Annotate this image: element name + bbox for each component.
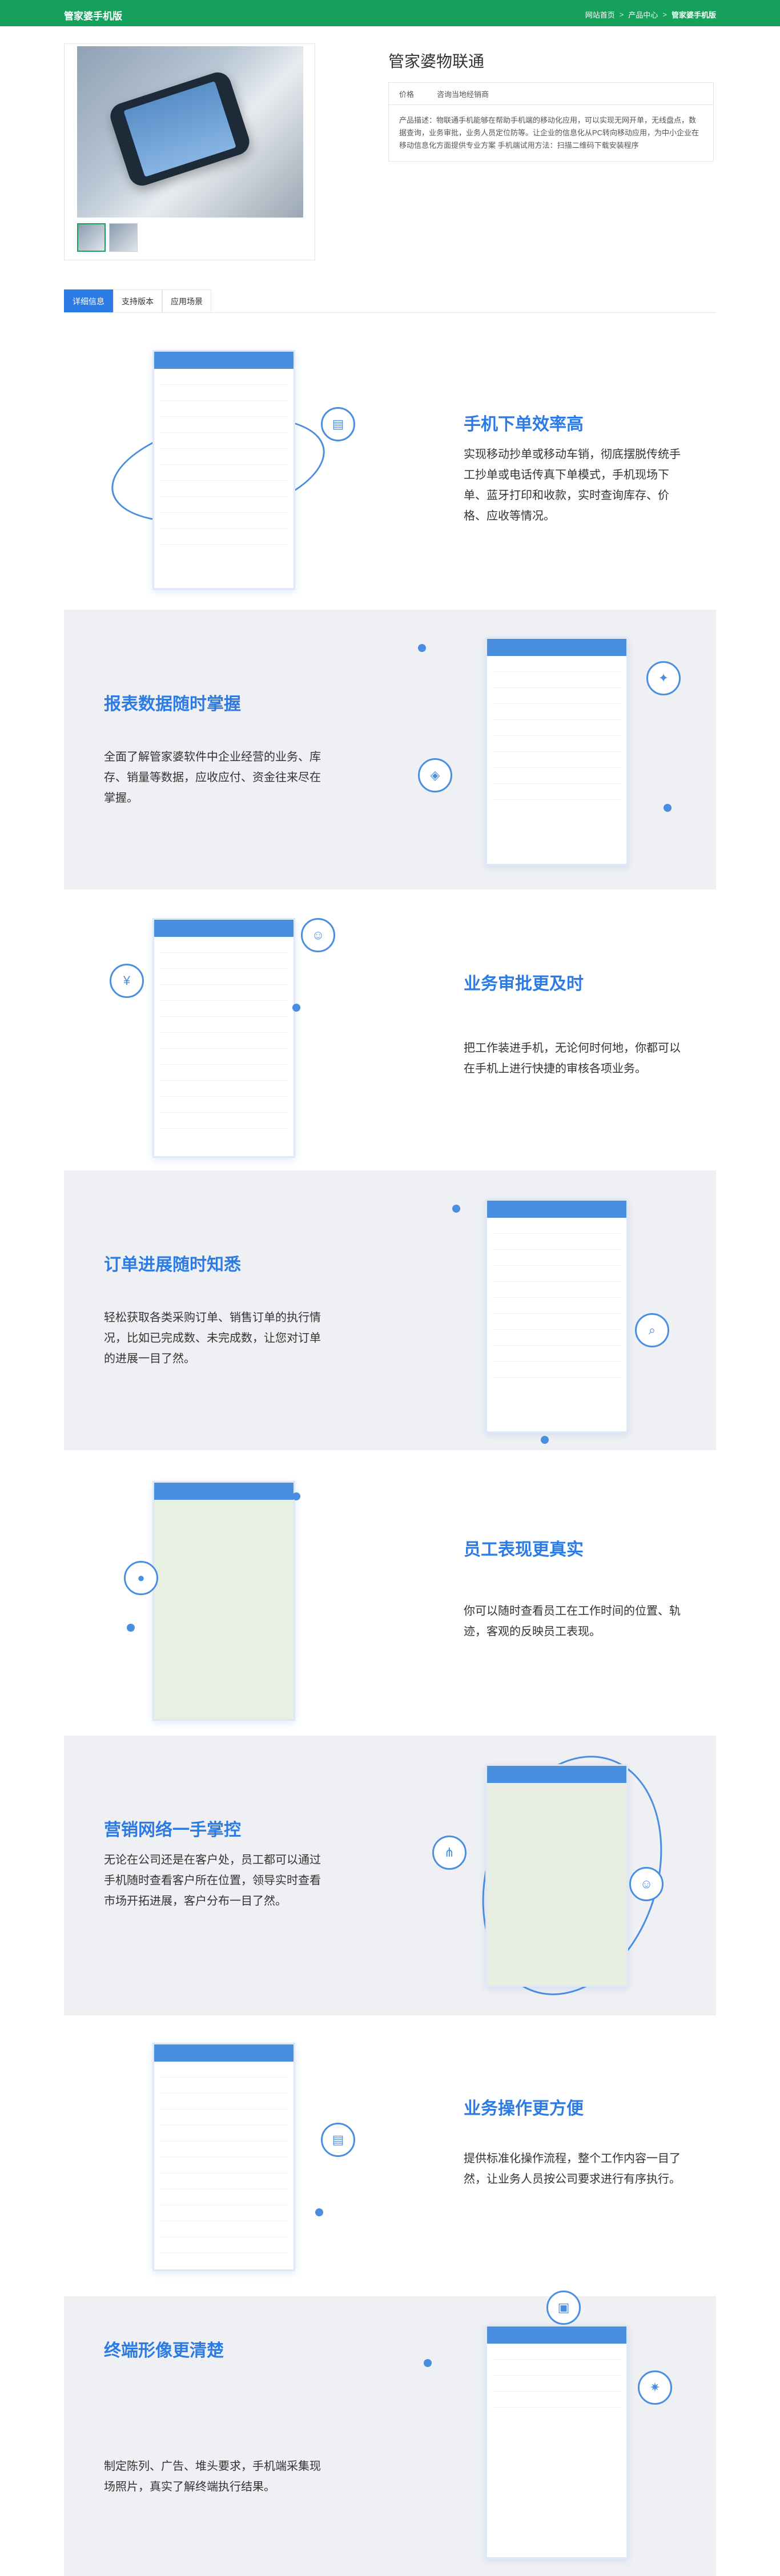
phone-mock-order [152,350,295,590]
phone-mock-orders [485,1199,628,1433]
product-gallery [64,43,315,260]
product-header: 管家婆物联通 价格 咨询当地经销商 产品描述：物联通手机能够在帮助手机端的移动化… [0,26,780,272]
tab-scenarios[interactable]: 应用场景 [162,289,211,312]
site-brand[interactable]: 管家婆手机版 [64,11,122,22]
decor-dot [315,2208,323,2216]
doc-search-icon: ⌕ [635,1313,669,1347]
feature-section-5: ● 员工表现更真实 你可以随时查看员工在工作时间的位置、轨迹，客观的反映员工表现… [64,1452,716,1732]
feature-section-6: 营销网络一手掌控 无论在公司还是在客户处，员工都可以通过手机随时查看客户所在位置… [64,1732,716,2019]
feature-section-2: 报表数据随时掌握 全面了解管家婆软件中企业经营的业务、库存、销量等数据，应收应付… [64,610,716,889]
phone-mock-workflow [152,2043,295,2271]
location-icon: ● [124,1561,158,1595]
thumbnail-strip [77,223,138,252]
network-icon: ⋔ [432,1836,467,1870]
user-icon: ☺ [301,918,335,952]
price-label: 价格 [399,90,415,99]
feature-section-3: ¥ ☺ 业务审批更及时 把工作装进手机，无论何时何地，你都可以在手机上进行快捷的… [64,895,716,1175]
breadcrumb: 网站首页 > 产品中心 > 管家婆手机版 [585,9,716,20]
feature-text: 无论在公司还是在客户处，员工都可以通过手机随时查看客户所在位置，领导实时查看市场… [104,1854,321,1907]
phone-mock-approval [152,918,295,1158]
feature-text: 你可以随时查看员工在工作时间的位置、轨迹，客观的反映员工表现。 [464,1605,681,1638]
chart-icon: ◈ [418,758,452,792]
phone-mock-customer-map [485,1764,628,1987]
decor-dot [424,2359,432,2367]
decor-star [127,1624,135,1632]
feature-section-8: 终端形像更清楚 制定陈列、广告、堆头要求，手机端采集现场照片，真实了解终端执行结… [64,2291,716,2576]
decor-dot [452,1205,460,1213]
top-bar: 管家婆手机版 网站首页 > 产品中心 > 管家婆手机版 [0,0,780,26]
user-icon: ☺ [629,1867,664,1901]
product-title: 管家婆物联通 [388,53,485,70]
thumbnail-2[interactable] [109,223,138,252]
feature-text: 提供标准化操作流程，整个工作内容一目了然，让业务人员按公司要求进行有序执行。 [464,2152,681,2185]
feature-title: 报表数据随时掌握 [104,695,241,714]
camera-icon: ▣ [546,2291,581,2325]
feature-text: 实现移动抄单或移动车销，彻底摆脱传统手工抄单或电话传真下单模式，手机现场下单、蓝… [464,448,681,522]
feature-title: 业务审批更及时 [464,975,584,993]
thumbnail-1[interactable] [77,223,106,252]
feature-text: 全面了解管家婆软件中企业经营的业务、库存、销量等数据，应收应付、资金往来尽在掌握… [104,751,321,804]
feature-title: 营销网络一手掌控 [104,1821,241,1840]
product-description: 产品描述：物联通手机能够在帮助手机端的移动化应用，可以实现无网开单，无线盘点，数… [388,105,714,162]
feature-section-4: 订单进展随时知悉 轻松获取各类采购订单、销售订单的执行情况，比如已完成数、未完成… [64,1170,716,1450]
gear-icon: ✷ [638,2370,672,2405]
decor-dot [292,1492,300,1500]
breadcrumb-current: 管家婆手机版 [671,11,716,19]
price-row: 价格 咨询当地经销商 [388,82,714,105]
phone-mock-terminal [485,2325,628,2559]
feature-text: 把工作装进手机，无论何时何地，你都可以在手机上进行快捷的审核各项业务。 [464,1042,681,1075]
breadcrumb-separator: > [662,10,667,19]
product-info: 管家婆物联通 价格 咨询当地经销商 产品描述：物联通手机能够在帮助手机端的移动化… [388,49,714,162]
phone-mock-report [485,637,628,866]
breadcrumb-products[interactable]: 产品中心 [628,11,658,19]
tab-details[interactable]: 详细信息 [64,289,113,312]
phone-illustration [107,69,253,190]
document-icon: ▤ [321,407,355,441]
product-main-image [77,46,303,218]
tab-versions[interactable]: 支持版本 [113,289,162,312]
feature-title: 订单进展随时知悉 [104,1255,241,1274]
document-icon: ▤ [321,2123,355,2157]
breadcrumb-home[interactable]: 网站首页 [585,11,615,19]
decor-star [418,644,426,652]
decor-star [664,804,672,812]
decor-dot [292,1004,300,1012]
feature-title: 手机下单效率高 [464,415,584,434]
breadcrumb-separator: > [619,10,624,19]
feature-title: 员工表现更真实 [464,1540,584,1559]
detail-tabs: 详细信息 支持版本 应用场景 [64,285,716,313]
feature-text: 制定陈列、广告、堆头要求，手机端采集现场照片，真实了解终端执行结果。 [104,2460,321,2493]
phone-mock-map [152,1481,295,1721]
feature-section-7: ▤ 业务操作更方便 提供标准化操作流程，整个工作内容一目了然，让业务人员按公司要… [64,2020,716,2300]
decor-dot [541,1436,549,1444]
feature-title: 业务操作更方便 [464,2099,584,2118]
yen-icon: ¥ [110,964,144,998]
price-value: 咨询当地经销商 [437,90,489,99]
feature-title: 终端形像更清楚 [104,2341,224,2360]
feature-text: 轻松获取各类采购订单、销售订单的执行情况，比如已完成数、未完成数，让您对订单的进… [104,1311,321,1365]
badge-icon: ✦ [646,661,681,695]
feature-section-1: ▤ 手机下单效率高 实现移动抄单或移动车销，彻底摆脱传统手工抄单或电话传真下单模… [64,324,716,604]
